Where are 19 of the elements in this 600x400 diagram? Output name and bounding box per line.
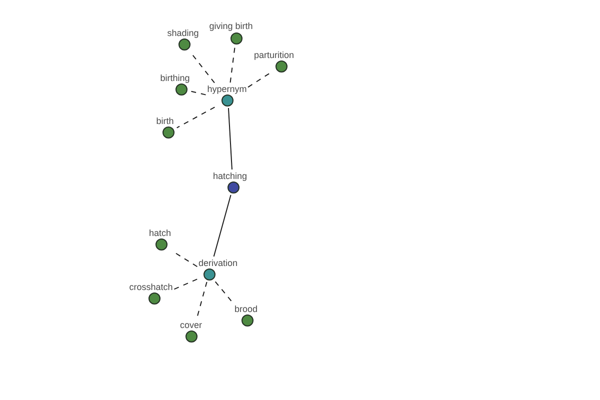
dashed-line	[190, 90, 206, 96]
connector-line	[228, 108, 232, 170]
connector-line	[213, 194, 232, 258]
node-label: derivation	[198, 258, 238, 268]
node-label: birthing	[160, 73, 190, 83]
dashed-line	[174, 278, 198, 290]
node-label: giving birth	[209, 21, 253, 31]
dashed-line	[176, 106, 216, 128]
node-label: cover	[180, 320, 202, 330]
node-label: shading	[167, 28, 199, 38]
dashed-line	[230, 46, 236, 83]
node-label: brood	[234, 304, 258, 314]
node-label: parturition	[254, 50, 294, 60]
node-label: hatching	[212, 171, 248, 181]
node-label: hypernym	[207, 84, 247, 94]
node-label: crosshatch	[129, 282, 173, 292]
dashed-line	[248, 72, 270, 88]
node-label: birth	[156, 116, 174, 126]
node-label: hatch	[148, 228, 172, 238]
